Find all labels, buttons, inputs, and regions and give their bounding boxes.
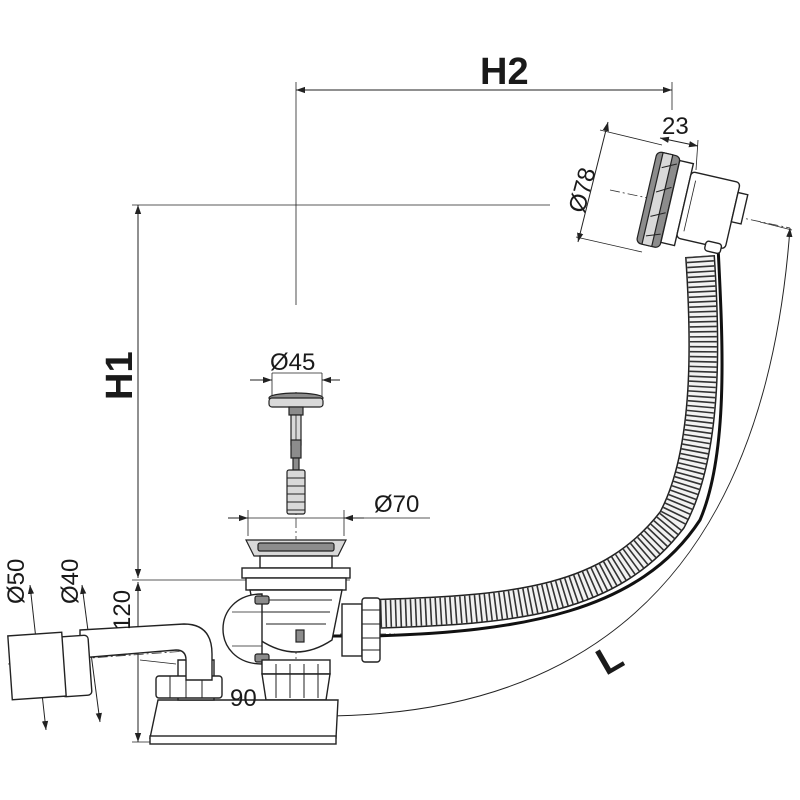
dimension-h1-label: H1: [99, 351, 141, 400]
pop-up-plug: [268, 392, 324, 515]
center-lines: [7, 189, 791, 738]
dimension-120-label: 120: [109, 590, 136, 630]
dimension-23-label: 23: [662, 113, 689, 140]
dimension-d45-label: Ø45: [270, 349, 315, 376]
flexible-hose: [300, 245, 724, 638]
dimension-l-label: L: [590, 636, 631, 684]
dimension-90-label: 90: [230, 685, 257, 712]
dimension-d40-label: Ø40: [57, 559, 84, 604]
dimension-d50-label: Ø50: [3, 559, 30, 604]
dimension-h2-label: H2: [480, 51, 529, 93]
dimension-labels: H2 H1 L Ø78 23 Ø45 Ø70 Ø50 Ø40 120 90: [3, 51, 689, 712]
dimension-d70-label: Ø70: [374, 491, 419, 518]
outlet-pipe: [7, 623, 213, 701]
dimension-d78-label: Ø78: [564, 165, 602, 216]
overflow-head: [636, 151, 749, 255]
dimension-lines: [27, 82, 793, 743]
